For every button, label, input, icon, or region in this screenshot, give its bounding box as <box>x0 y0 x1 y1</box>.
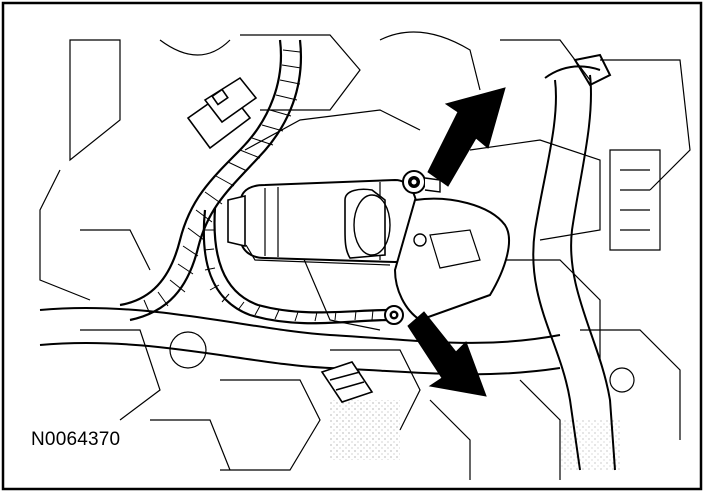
lower-bolt-arrow <box>407 311 487 397</box>
arrow-icon <box>407 311 487 397</box>
harness-connector <box>186 76 258 150</box>
wiring-harness <box>119 39 391 325</box>
figure-reference-id: N0064370 <box>29 429 123 451</box>
crossmember-pipe <box>39 307 561 376</box>
starter-end-cap <box>227 194 246 248</box>
shaded-region <box>330 400 400 460</box>
shaded-region <box>560 420 620 470</box>
starter-motor <box>227 178 510 322</box>
arrow-icon <box>427 87 506 187</box>
harness-ribs <box>143 49 374 322</box>
solenoid <box>344 188 386 259</box>
lower-starter-bolt <box>384 305 404 325</box>
upper-starter-bolt <box>402 170 441 194</box>
starter-housing <box>239 178 420 264</box>
hose-clamp <box>320 361 374 403</box>
coolant-hose <box>532 53 616 471</box>
upper-bolt-arrow <box>427 87 506 187</box>
drive-housing <box>393 197 510 322</box>
